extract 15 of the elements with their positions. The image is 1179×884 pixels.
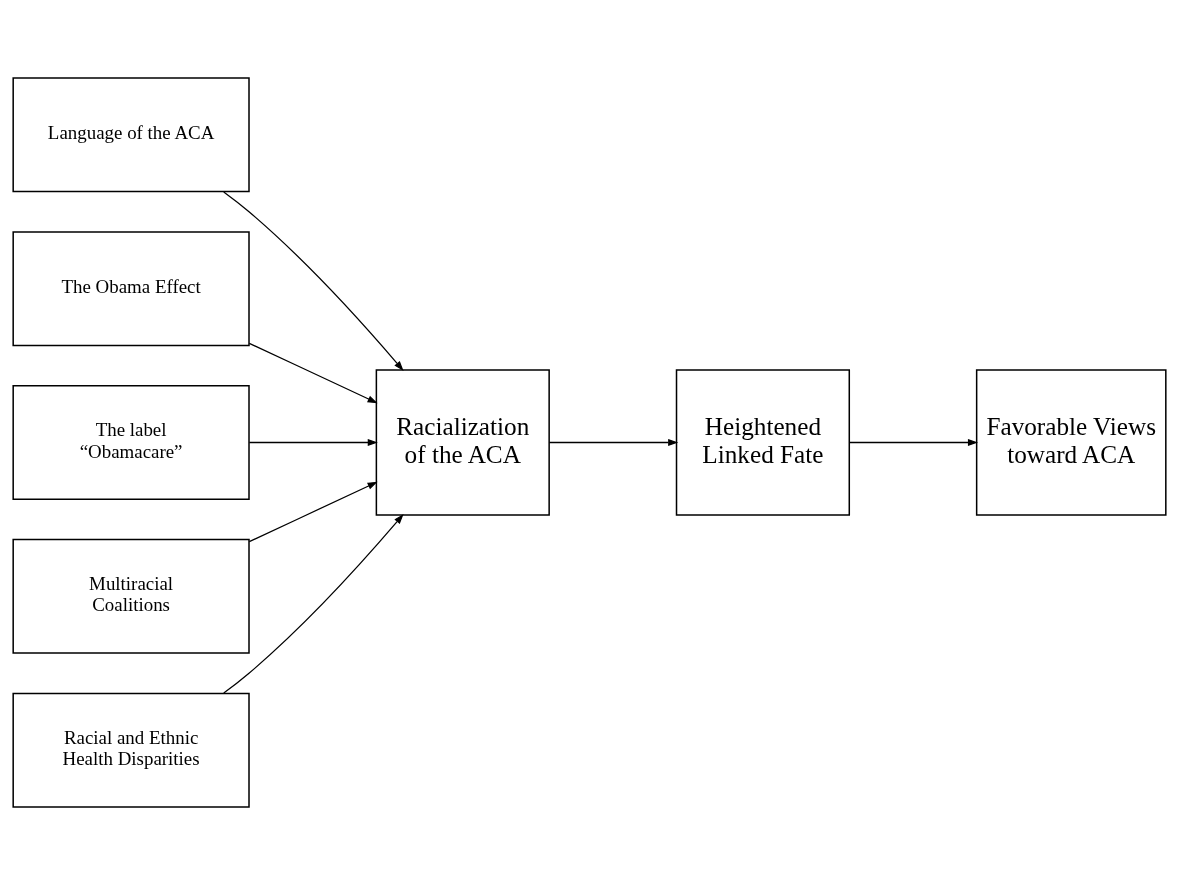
arrow bbox=[848, 438, 979, 446]
arrow bbox=[248, 342, 378, 403]
node-box: Favorable Views toward ACA bbox=[975, 368, 1167, 516]
arrow bbox=[548, 438, 679, 446]
node-box: Racial and Ethnic Health Disparities bbox=[12, 692, 250, 808]
node-box: Language of the ACA bbox=[12, 76, 250, 192]
node-box: Multiracial Coalitions bbox=[12, 538, 250, 654]
node-box: The Obama Effect bbox=[12, 230, 250, 346]
arrow bbox=[248, 481, 378, 542]
arrow bbox=[248, 438, 378, 446]
node-box: The label “Obamacare” bbox=[12, 384, 250, 500]
arrow bbox=[223, 190, 404, 371]
arrow bbox=[223, 513, 404, 694]
node-box: Heightened Linked Fate bbox=[675, 368, 851, 516]
node-box: Racialization of the ACA bbox=[375, 368, 550, 516]
